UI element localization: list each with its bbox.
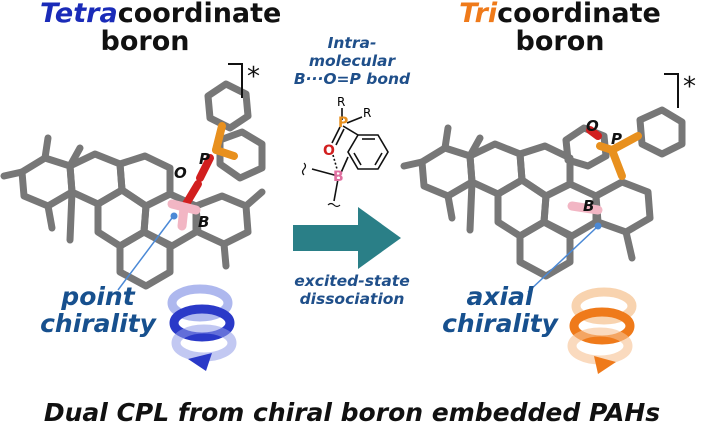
scheme-r2: R bbox=[363, 106, 371, 120]
scheme-o: O bbox=[323, 143, 335, 159]
middle-bottom-line1: excited-state bbox=[294, 272, 410, 290]
left-bracket bbox=[228, 63, 243, 98]
right-callout-line1: axial bbox=[466, 282, 534, 311]
left-cpl-spiral-icon bbox=[167, 284, 237, 371]
left-atom-b: B bbox=[198, 213, 210, 231]
scheme-r1: R bbox=[337, 95, 345, 109]
left-molecule bbox=[0, 80, 266, 290]
middle-top-line3: B···O=P bond bbox=[293, 70, 411, 88]
right-header: Tricoordinate boron bbox=[455, 0, 665, 56]
transition-arrow bbox=[293, 207, 401, 269]
right-bracket bbox=[664, 73, 679, 108]
left-header-line2: boron bbox=[100, 26, 190, 57]
right-excited-mark: * bbox=[683, 72, 696, 102]
left-header-rest: coordinate bbox=[117, 0, 282, 29]
scheme-p: P bbox=[338, 115, 348, 131]
right-callout-line2: chirality bbox=[442, 309, 558, 338]
right-header-highlight: Tri bbox=[459, 0, 498, 29]
left-callout-line2: chirality bbox=[40, 309, 156, 338]
right-molecule bbox=[400, 106, 686, 280]
left-atom-o: O bbox=[174, 164, 187, 182]
bottom-title: Dual CPL from chiral boron embedded PAHs bbox=[43, 398, 661, 427]
left-atom-p: P bbox=[199, 150, 210, 168]
right-atom-p: P bbox=[611, 130, 622, 148]
middle-top-text: Intra- molecular B···O=P bond bbox=[262, 34, 442, 88]
left-callout-line1: point bbox=[61, 282, 135, 311]
middle-bottom-text: excited-state dissociation bbox=[262, 272, 442, 308]
left-excited-mark: * bbox=[247, 62, 260, 92]
right-atom-o: O bbox=[586, 117, 599, 135]
middle-bottom-line2: dissociation bbox=[299, 290, 405, 308]
left-header: Tetracoordinate boron bbox=[40, 0, 281, 57]
right-cpl-spiral-icon bbox=[567, 287, 637, 374]
left-callout: point chirality bbox=[28, 283, 168, 337]
right-atom-b: B bbox=[583, 197, 595, 215]
left-header-highlight: Tetra bbox=[40, 0, 118, 29]
boron-chelate-scheme: R R P O B bbox=[301, 95, 389, 208]
middle-top-line2: molecular bbox=[308, 52, 396, 70]
right-header-rest: coordinate bbox=[497, 0, 661, 29]
middle-top-line1: Intra- bbox=[327, 34, 377, 52]
right-header-line2: boron bbox=[515, 26, 605, 57]
scheme-b: B bbox=[333, 169, 344, 185]
right-callout: axial chirality bbox=[430, 283, 570, 337]
